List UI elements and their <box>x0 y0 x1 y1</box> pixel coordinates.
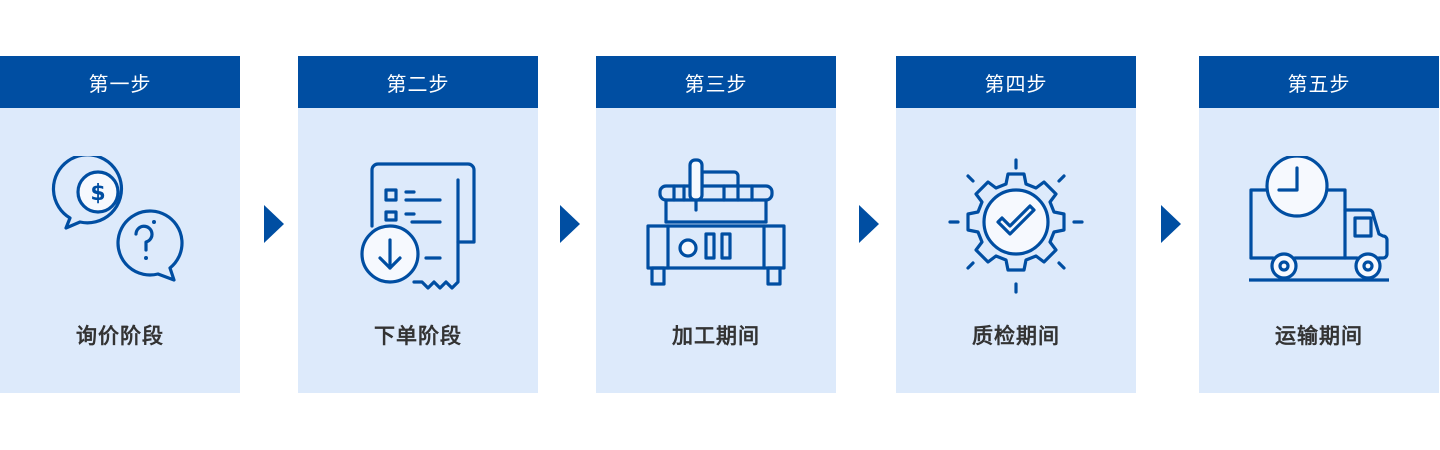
step-label: 询价阶段 <box>76 324 164 348</box>
step-label: 运输期间 <box>1275 324 1363 348</box>
step-label: 下单阶段 <box>374 324 462 348</box>
arrow-right-icon <box>560 205 580 243</box>
step-card-5: 第五步 运输期间 <box>1199 56 1439 393</box>
step-card-1: 第一步 $ 询价阶段 <box>0 56 240 393</box>
svg-text:$: $ <box>90 181 105 206</box>
step-header: 第一步 <box>0 56 240 108</box>
arrow-right-icon <box>1161 205 1181 243</box>
gear-checkmark-icon <box>946 156 1086 296</box>
arrow-right-icon <box>264 205 284 243</box>
step-header: 第四步 <box>896 56 1136 108</box>
step-card-3: 第三步 加工期间 <box>596 56 836 393</box>
step-label: 质检期间 <box>972 324 1060 348</box>
step-header: 第五步 <box>1199 56 1439 108</box>
step-header: 第二步 <box>298 56 538 108</box>
chat-bubbles-dollar-question-icon: $ <box>50 156 190 296</box>
step-label: 加工期间 <box>672 324 760 348</box>
step-card-2: 第二步 下单阶段 <box>298 56 538 393</box>
step-header: 第三步 <box>596 56 836 108</box>
arrow-right-icon <box>859 205 879 243</box>
cnc-machine-icon <box>646 156 786 296</box>
step-card-4: 第四步 质检期间 <box>896 56 1136 393</box>
delivery-truck-clock-icon <box>1249 156 1389 296</box>
receipt-download-icon <box>348 156 488 296</box>
